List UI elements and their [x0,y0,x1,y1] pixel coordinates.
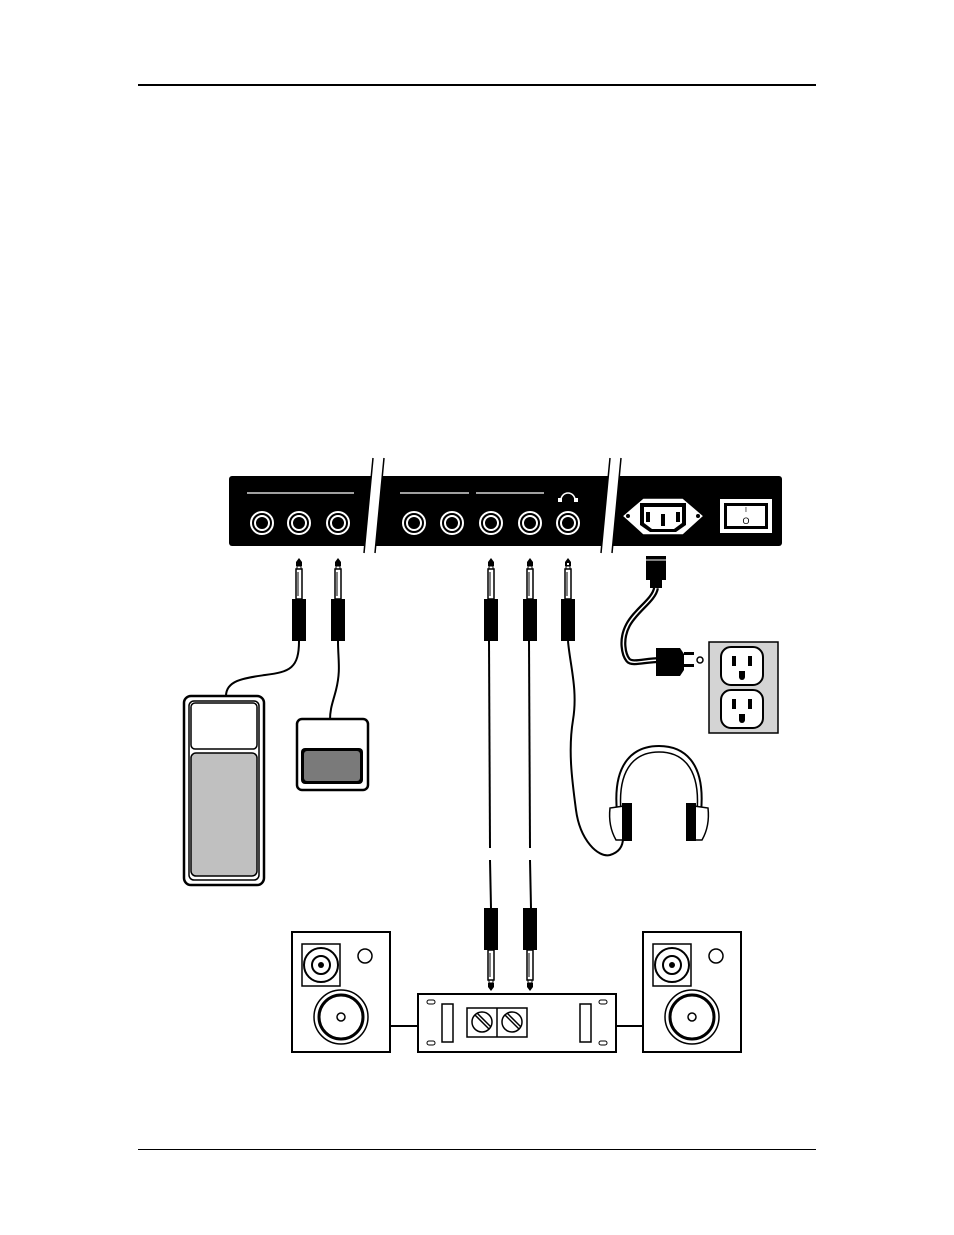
jack-4 [403,512,425,534]
jack-6 [480,512,502,534]
jack-7 [519,512,541,534]
rear-panel [229,458,782,553]
mixer-left-plug [484,908,498,991]
mixer-amplifier [418,994,616,1052]
footswitch [297,719,368,790]
left-output-plug [484,558,498,641]
power-cord [623,556,703,676]
footswitch-cable [330,641,339,720]
pedal-cable [226,641,299,696]
switch-off-symbol: O [742,516,749,526]
jack-1 [251,512,273,534]
pedal-jacks [251,512,349,534]
expression-pedal [184,696,264,885]
jack-3 [327,512,349,534]
rocker-switch-icon: I O [720,499,772,533]
jack-2 [288,512,310,534]
wall-outlet [709,642,778,733]
output-cables [489,641,531,908]
footswitch-plug [331,558,345,641]
left-monitor-speaker [292,932,390,1052]
headphone-jack [557,512,579,534]
input-knob-right [502,1012,522,1032]
right-output-plug [523,558,537,641]
jack-5 [441,512,463,534]
pedal-plug [292,558,306,641]
switch-on-symbol: I [745,507,747,514]
headphones [610,746,709,841]
headphone-plug [561,558,575,641]
right-monitor-speaker [643,932,741,1052]
mixer-right-plug [523,908,537,991]
input-knob-left [472,1012,492,1032]
